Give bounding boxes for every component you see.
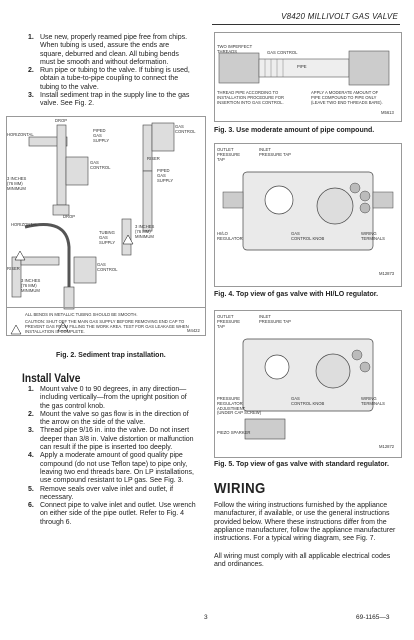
section-title-install-valve: Install Valve bbox=[22, 371, 81, 385]
pipe-steps-list: 1.Use new, properly reamed pipe free fro… bbox=[28, 34, 192, 109]
note-caution: CAUTION: SHUT OFF THE MAIN GAS SUPPLY BE… bbox=[25, 319, 189, 334]
label-gas-control-2: GAS CONTROL bbox=[175, 124, 196, 134]
label-gas-control-knob: GAS CONTROL KNOB bbox=[291, 231, 325, 241]
list-item: 5.Remove seals over valve inlet and outl… bbox=[28, 485, 174, 501]
label-piped-gas-supply: PIPED GAS SUPPLY bbox=[93, 128, 110, 143]
label-3-inches: 3 INCHES (76 MM) MINIMUM bbox=[7, 176, 27, 191]
hilo-valve-diagram bbox=[222, 171, 394, 251]
label-gas-control-3: GAS CONTROL bbox=[97, 262, 118, 272]
label-wiring-terminals: WIRING TERMINALS bbox=[361, 396, 385, 406]
doc-number: 69-1165—3 bbox=[356, 614, 390, 621]
section-title-wiring: WIRING bbox=[214, 480, 266, 497]
label-3-inches-3: 3 INCHES (76 MM) MINIMUM bbox=[21, 278, 41, 293]
label-gas-control: GAS CONTROL bbox=[267, 50, 298, 55]
label-pipe: PIPE bbox=[297, 64, 307, 69]
label-inlet-tap: INLET PRESSURE TAP bbox=[259, 314, 291, 324]
label-drop-2: DROP bbox=[63, 214, 76, 219]
fig2-caption: Fig. 2. Sediment trap installation. bbox=[56, 352, 166, 359]
label-outlet-tap: OUTLET PRESSURE TAP bbox=[217, 314, 241, 329]
label-riser-2: RISER bbox=[7, 266, 20, 271]
list-item: 4.Apply a moderate amount of good qualit… bbox=[28, 452, 194, 485]
list-item: 6.Connect pipe to valve inlet and outlet… bbox=[28, 502, 196, 526]
label-inlet-tap: INLET PRESSURE TAP bbox=[259, 147, 291, 157]
standard-valve-diagram bbox=[242, 338, 374, 440]
list-item: 2.Run pipe or tubing to the valve. If tu… bbox=[28, 67, 190, 91]
fig5-caption: Fig. 5. Top view of gas valve with stand… bbox=[214, 461, 389, 468]
figure-pipe-compound: TWO IMPERFECT THREADS GAS CONTROL PIPE T… bbox=[214, 32, 402, 122]
label-gas-control-knob: GAS CONTROL KNOB bbox=[291, 396, 325, 406]
label-wiring-terminals: WIRING TERMINALS bbox=[361, 231, 385, 241]
figure-code: M5613 bbox=[381, 110, 394, 115]
figure-code: M12872 bbox=[379, 444, 395, 449]
list-item: 1.Use new, properly reamed pipe free fro… bbox=[28, 34, 188, 66]
figure-sediment-trap: DROP HORIZONTAL PIPED GAS SUPPLY GAS CON… bbox=[6, 116, 206, 336]
label-horizontal-2: HORIZONTAL bbox=[11, 222, 38, 227]
pipe-compound-diagram bbox=[218, 50, 390, 86]
figure-code: M4422 bbox=[187, 328, 200, 333]
label-3-inches-2: 3 INCHES (76 MM) MINIMUM bbox=[135, 224, 155, 239]
figure-code: M12873 bbox=[379, 271, 395, 276]
doc-header-title: V8420 MILLIVOLT GAS VALVE bbox=[281, 12, 398, 21]
list-item: 2.Mount the valve so gas flow is in the … bbox=[28, 410, 189, 427]
list-item: 3.Install sediment trap in the supply li… bbox=[28, 92, 190, 108]
fig4-caption: Fig. 4. Top view of gas valve with HI/LO… bbox=[214, 291, 379, 298]
label-piezo-sparker: PIEZO SPARKER bbox=[217, 430, 251, 435]
label-horizontal: HORIZONTAL bbox=[7, 132, 34, 137]
label-piped-gas-supply-2: PIPED GAS SUPPLY bbox=[157, 168, 174, 183]
label-outlet-tap: OUTLET PRESSURE TAP bbox=[217, 147, 241, 162]
notes-divider bbox=[7, 307, 205, 308]
label-gas-control: GAS CONTROL bbox=[90, 160, 111, 170]
header-rule bbox=[212, 24, 400, 25]
list-item: 3.Thread pipe 9/16 in. into the valve. D… bbox=[28, 427, 194, 452]
label-two-imperfect-threads: TWO IMPERFECT THREADS bbox=[217, 44, 253, 54]
sediment-trap-diagram bbox=[10, 122, 175, 335]
label-apply-compound: APPLY A MODERATE AMOUNT OF PIPE COMPOUND… bbox=[311, 90, 383, 105]
label-hilo-regulator: HI/LO REGULATOR bbox=[217, 231, 243, 241]
figure-standard-valve: OUTLET PRESSURE TAP INLET PRESSURE TAP P… bbox=[214, 310, 402, 458]
page-number: 3 bbox=[204, 614, 208, 621]
list-item: 1.Mount valve 0 to 90 degrees, in any di… bbox=[28, 386, 187, 410]
note-bends: ALL BENDS IN METALLIC TUBING SHOULD BE S… bbox=[25, 312, 138, 317]
figure-hilo-valve: OUTLET PRESSURE TAP INLET PRESSURE TAP H… bbox=[214, 143, 402, 287]
label-tubing-gas-supply: TUBING GAS SUPPLY bbox=[99, 230, 116, 245]
fig3-caption: Fig. 3. Use moderate amount of pipe comp… bbox=[214, 127, 375, 134]
wiring-paragraph-1: Follow the wiring instructions furnished… bbox=[214, 502, 396, 543]
label-pressure-regulator: PRESSURE REGULATOR ADJUSTMENT (UNDER CAP… bbox=[217, 396, 262, 416]
label-drop: DROP bbox=[55, 118, 68, 123]
install-steps-list: 1.Mount valve 0 to 90 degrees, in any di… bbox=[28, 386, 196, 527]
wiring-paragraph-2: All wiring must comply with all applicab… bbox=[214, 553, 391, 569]
label-riser: RISER bbox=[147, 156, 160, 161]
label-thread-pipe: THREAD PIPE ACCORDING TO INSTALLATION PR… bbox=[217, 90, 285, 105]
